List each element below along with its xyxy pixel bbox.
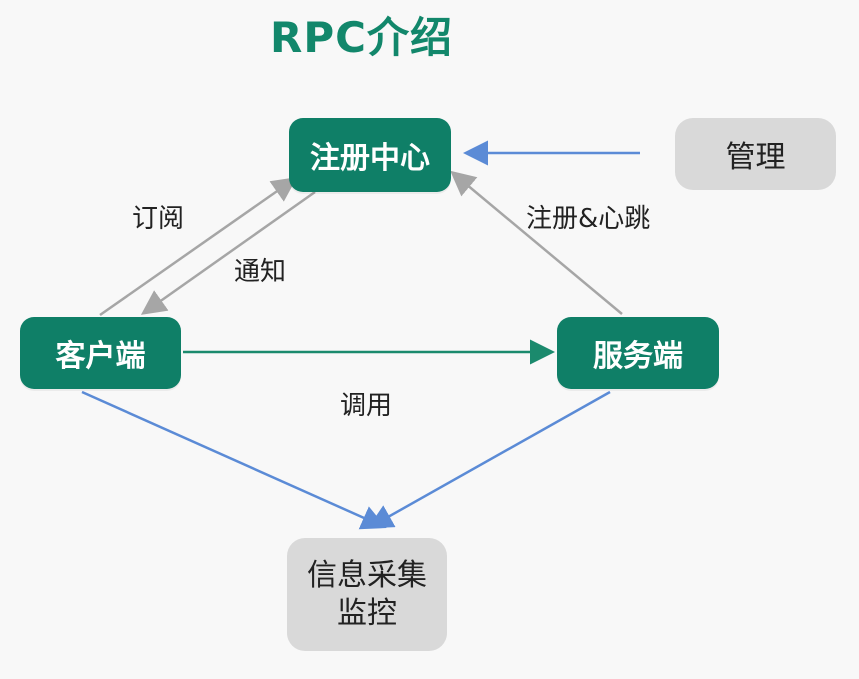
client-to-monitor-arrow [81,390,387,530]
notify-arrow [140,190,316,315]
server-label: 服务端 [593,339,683,374]
monitor-label-line1: 信息采集 [307,557,427,593]
invoke-label: 调用 [340,391,393,421]
register-heartbeat-label: 注册&心跳 [526,204,651,234]
admin-node: 管理 [675,118,836,190]
client-label: 客户端 [55,339,146,374]
admin-label: 管理 [725,140,786,175]
registry-label: 注册中心 [310,141,430,176]
notify-label: 通知 [234,257,287,287]
subscribe-arrow [99,177,298,317]
registry-node: 注册中心 [289,118,451,192]
client-node: 客户端 [20,317,181,389]
register-heartbeat-arrow [450,170,623,315]
server-to-monitor-arrow [367,390,611,529]
subscribe-label: 订阅 [132,204,185,234]
monitor-label-line2: 监控 [337,595,397,631]
server-node: 服务端 [557,317,719,389]
monitor-node: 信息采集 监控 [287,538,447,651]
page-title: RPC介绍 [270,13,453,62]
